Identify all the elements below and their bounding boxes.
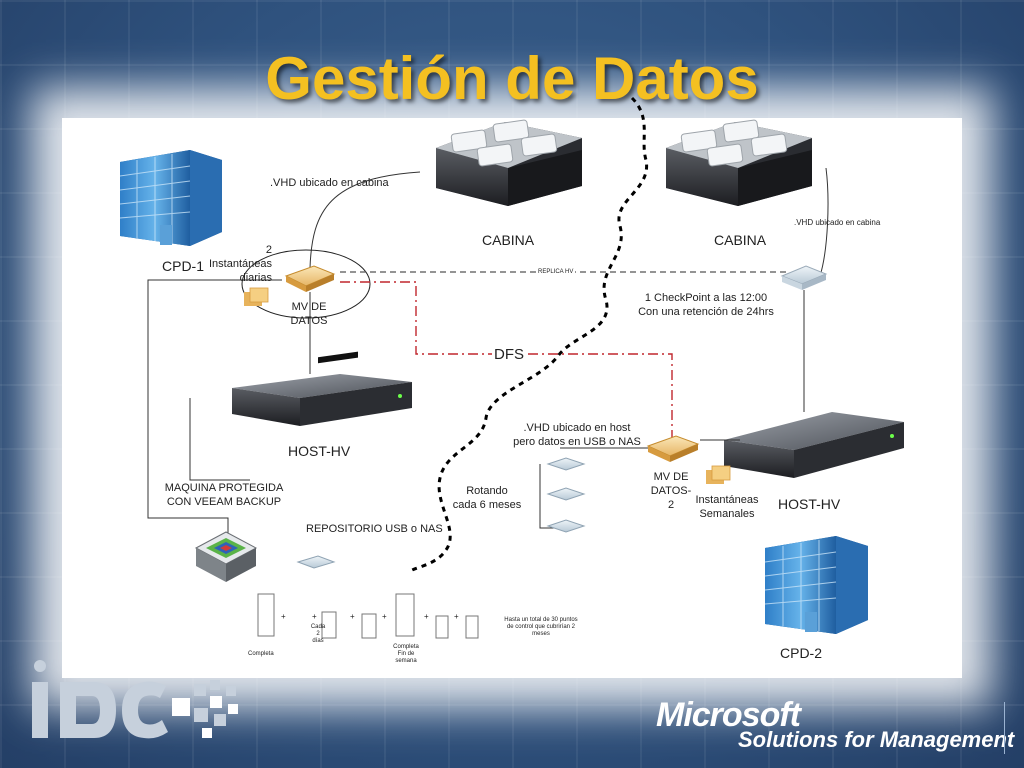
label-cada-2-dias: Cada 2 días xyxy=(310,624,326,644)
weekend-full-box xyxy=(395,593,415,637)
label-replica-hv: REPLICA HV xyxy=(536,269,576,276)
building-cpd2-icon xyxy=(764,536,868,634)
label-cabina-left: CABINA xyxy=(482,232,535,248)
label-mv-datos-1: MV DE DATOS xyxy=(290,301,328,327)
incremental-box-4 xyxy=(465,615,479,639)
label-vhd-host: .VHD ubicado en host pero datos en USB o… xyxy=(513,422,641,448)
mv-datos-2-icon xyxy=(646,435,700,462)
idc-logo xyxy=(32,660,238,739)
label-completa: Completa xyxy=(248,651,274,657)
repositorio-device-icon xyxy=(296,555,336,569)
usb-device-icons xyxy=(546,457,586,533)
mv-datos-1-icon xyxy=(284,265,336,292)
plus-sign-4: + xyxy=(382,612,387,621)
label-vhd-cabina-right: .VHD ubicado en cabina xyxy=(794,218,881,227)
incremental-box-1 xyxy=(321,611,337,639)
microsoft-logo: Microsoft xyxy=(656,696,801,734)
dfs-line xyxy=(340,281,673,440)
label-mv-datos-2: MV DE DATOS- 2 xyxy=(650,471,692,511)
full-backup-box xyxy=(257,593,275,637)
plus-sign-1: + xyxy=(281,612,286,621)
host-server-left-icon xyxy=(232,351,412,426)
label-maquina-protegida: MAQUINA PROTEGIDA CON VEEAM BACKUP xyxy=(164,482,284,508)
label-completa-fin-semana: Completa Fin de semana xyxy=(393,644,419,664)
label-host-hv-left: HOST-HV xyxy=(288,443,351,459)
plus-sign-6: + xyxy=(454,612,459,621)
backup-timeline xyxy=(257,593,479,639)
storage-cabina-right-icon xyxy=(666,119,812,206)
folder-icon-right xyxy=(706,465,731,484)
label-dfs: DFS xyxy=(492,346,526,364)
incremental-box-2 xyxy=(361,613,377,639)
label-instantaneas-semanales: Instantáneas Semanales xyxy=(695,494,759,520)
label-checkpoint: 1 CheckPoint a las 12:00 Con una retenci… xyxy=(638,292,774,318)
label-repositorio: REPOSITORIO USB o NAS xyxy=(306,523,443,535)
datacenter-separator-line xyxy=(408,96,649,574)
slide-title: Gestión de Datos xyxy=(265,45,759,112)
plus-sign-5: + xyxy=(424,612,429,621)
label-host-hv-right: HOST-HV xyxy=(778,496,841,512)
branding-divider xyxy=(1004,702,1005,754)
microsoft-tagline: Solutions for Management xyxy=(738,727,1015,752)
folder-icon-left xyxy=(244,287,269,306)
building-cpd1-icon xyxy=(119,150,222,246)
replica-device-icon xyxy=(780,265,828,290)
plus-sign-2: + xyxy=(312,612,317,621)
label-rotando: Rotando cada 6 meses xyxy=(452,485,522,511)
incremental-box-3 xyxy=(435,615,449,639)
plus-sign-3: + xyxy=(350,612,355,621)
mv-datos-highlight xyxy=(241,249,371,319)
storage-cabina-left-icon xyxy=(436,119,582,206)
veeam-backup-icon xyxy=(194,531,258,582)
label-cabina-right: CABINA xyxy=(714,232,767,248)
label-cpd2: CPD-2 xyxy=(780,645,823,661)
label-cpd1: CPD-1 xyxy=(162,258,205,274)
label-instantaneas-diarias: 2 Instantáneas diarias xyxy=(209,244,272,284)
host-server-right-icon xyxy=(724,412,904,478)
label-hasta-total: Hasta un total de 30 puntos de control q… xyxy=(504,617,578,637)
label-vhd-cabina-left: .VHD ubicado en cabina xyxy=(270,177,389,189)
